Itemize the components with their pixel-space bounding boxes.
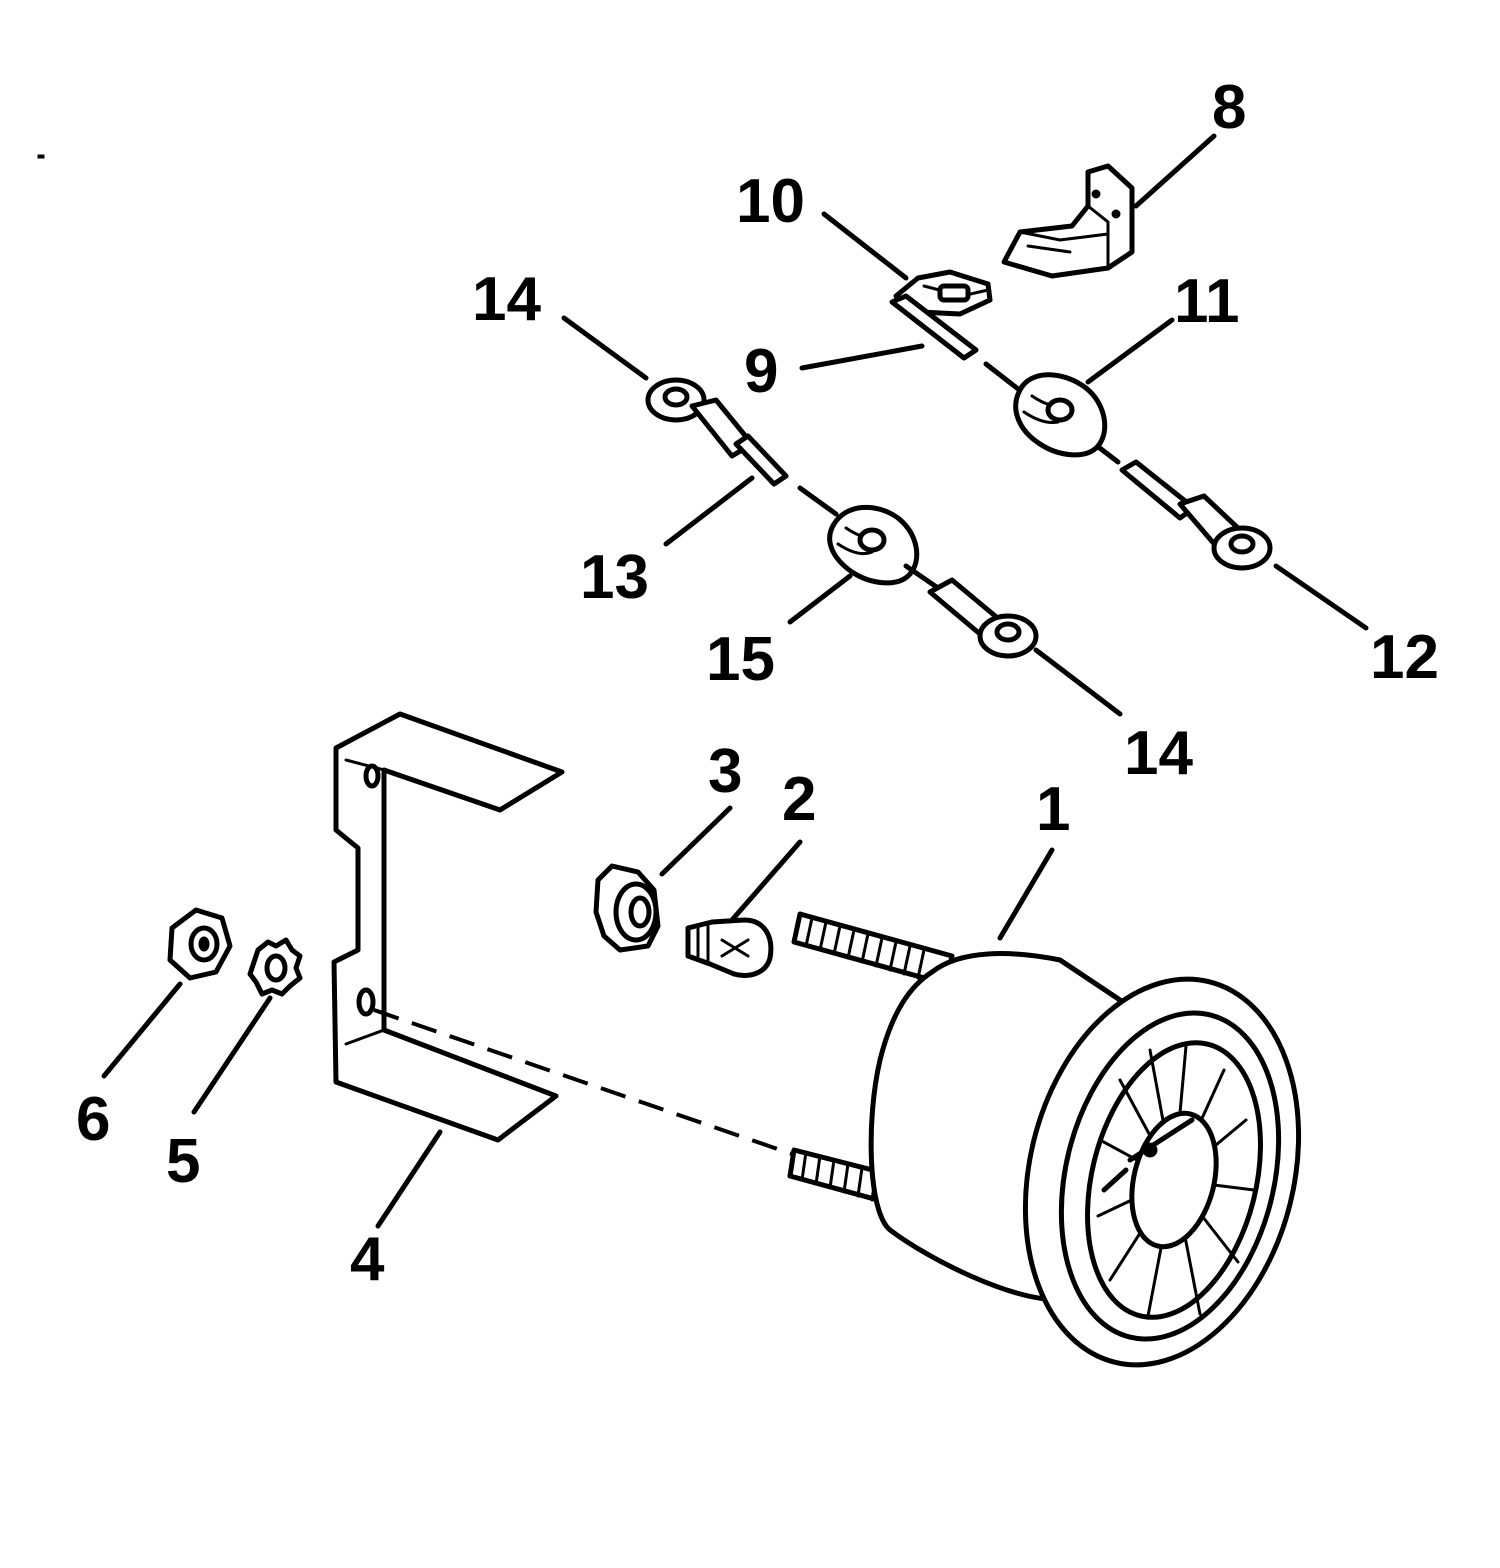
callout-3: 3 xyxy=(708,737,742,806)
callout-9: 9 xyxy=(744,337,778,406)
callout-10: 10 xyxy=(736,167,805,236)
callout-4: 4 xyxy=(350,1225,385,1294)
part-ring-terminal-upper xyxy=(645,377,755,459)
callout-6: 6 xyxy=(76,1085,110,1154)
callout-1: 1 xyxy=(1036,775,1070,844)
part-lamp-socket xyxy=(593,863,661,953)
part-cable-upper xyxy=(983,361,1197,521)
part-wire-lead xyxy=(889,293,979,361)
assembly-line xyxy=(373,1008,793,1156)
part-terminal-bracket xyxy=(1001,163,1135,279)
stray-mark xyxy=(37,154,45,159)
part-ring-terminal-lower xyxy=(977,613,1039,659)
part-bulb xyxy=(685,917,774,978)
part-mounting-bracket xyxy=(331,711,565,1143)
part-cable-lower xyxy=(827,504,1003,637)
part-gauge xyxy=(787,911,1302,1368)
callout-14-lower: 14 xyxy=(1124,719,1193,788)
callout-12: 12 xyxy=(1370,623,1439,692)
callout-5: 5 xyxy=(166,1127,200,1196)
part-ring-terminal-right xyxy=(1177,493,1273,571)
callout-2: 2 xyxy=(782,765,816,834)
part-hex-nut xyxy=(167,907,233,981)
callout-labels: 8 10 11 14 9 13 12 15 14 3 2 1 6 5 4 xyxy=(76,73,1439,1294)
callout-13: 13 xyxy=(580,543,649,612)
callout-14-upper: 14 xyxy=(472,265,541,334)
callout-leaders xyxy=(101,133,1369,1229)
part-lock-washer xyxy=(247,937,303,997)
callout-15: 15 xyxy=(706,625,775,694)
callout-8: 8 xyxy=(1212,73,1246,142)
callout-11: 11 xyxy=(1174,267,1240,336)
part-wire-lead-lower xyxy=(733,433,839,517)
